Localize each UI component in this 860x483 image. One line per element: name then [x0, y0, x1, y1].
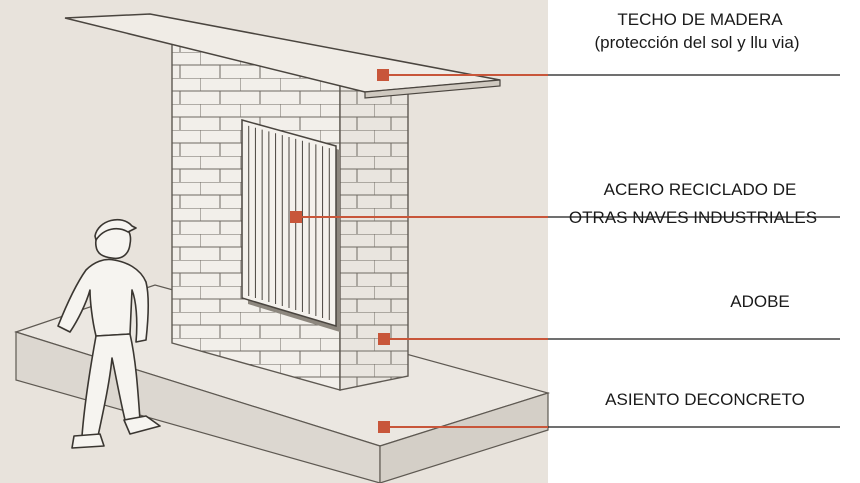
person-cap	[94, 218, 137, 241]
roof-label-subtitle: (protección del sol y llu via)	[594, 33, 800, 52]
marker-adobe	[378, 333, 390, 345]
person-illustration	[57, 218, 161, 449]
steel-label-line2: OTRAS NAVES INDUSTRIALES	[568, 208, 818, 227]
leader-lines	[296, 74, 548, 428]
steel-label-line1: ACERO RECICLADO DE	[603, 180, 797, 199]
seat-label: ASIENTO DECONCRETO	[605, 390, 805, 409]
roof-label-title: TECHO DE MADERA	[617, 10, 783, 29]
marker-seat	[378, 421, 390, 433]
wall-side	[339, 79, 409, 391]
person-jacket	[57, 258, 150, 343]
roof-edge	[364, 79, 501, 99]
person-shoe-right	[123, 415, 161, 435]
adobe-label: ADOBE	[730, 292, 790, 311]
person-pants	[81, 333, 141, 437]
person-shoe-left	[71, 433, 105, 449]
bench-side	[379, 392, 549, 483]
marker-roof	[377, 69, 389, 81]
marker-steel	[290, 211, 302, 223]
steel-panel-ribs	[248, 125, 330, 320]
markers	[290, 69, 390, 433]
extension-lines	[548, 74, 840, 428]
